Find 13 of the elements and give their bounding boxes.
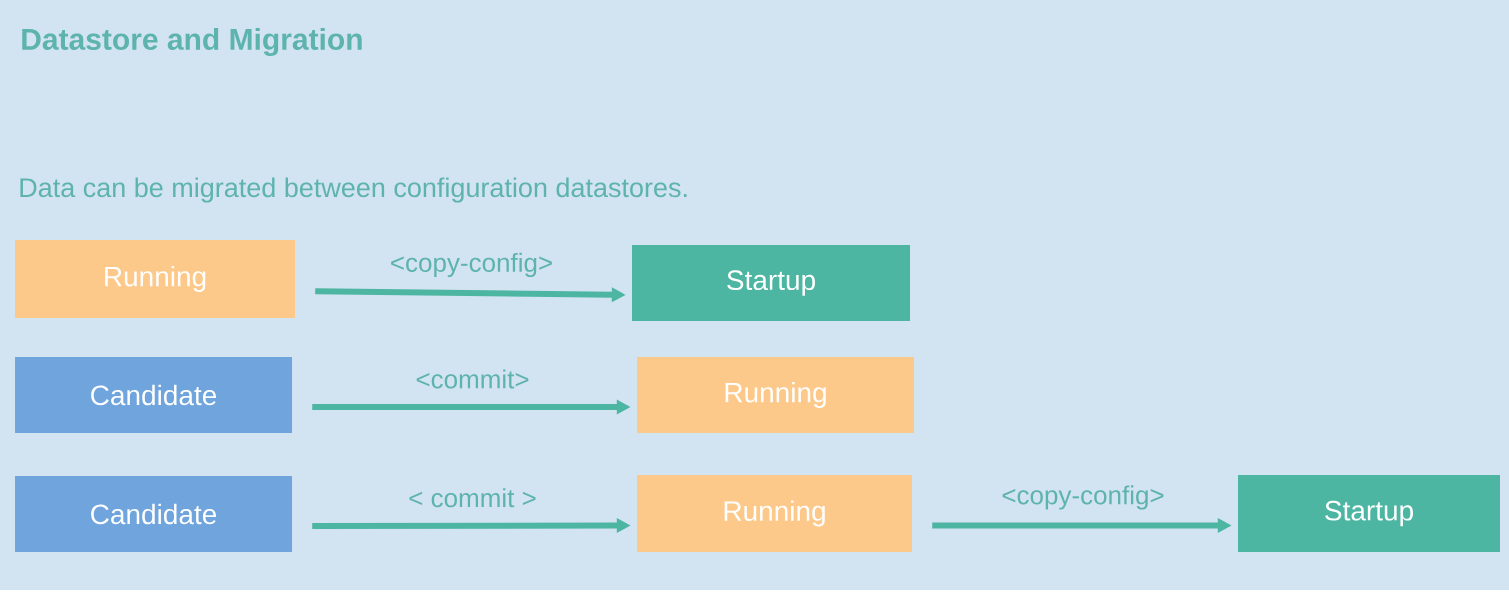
datastore-box: Candidate <box>15 357 292 433</box>
datastore-box: Startup <box>632 245 910 321</box>
datastore-box: Running <box>637 357 914 433</box>
edge-label: <copy-config> <box>1002 485 1164 510</box>
edge-label: <copy-config> <box>391 252 552 278</box>
datastore-box: Startup <box>1238 475 1500 552</box>
slide-title: Datastore and Migration <box>22 27 362 57</box>
datastore-box: Running <box>637 475 912 552</box>
datastore-box: Running <box>15 240 295 318</box>
subtitle: Data can be migrated between configuration datastores. <box>20 177 687 203</box>
edge-label: <commit> <box>416 369 529 389</box>
datastore-box: Candidate <box>15 476 292 552</box>
edge-label: < commit > <box>409 488 536 508</box>
